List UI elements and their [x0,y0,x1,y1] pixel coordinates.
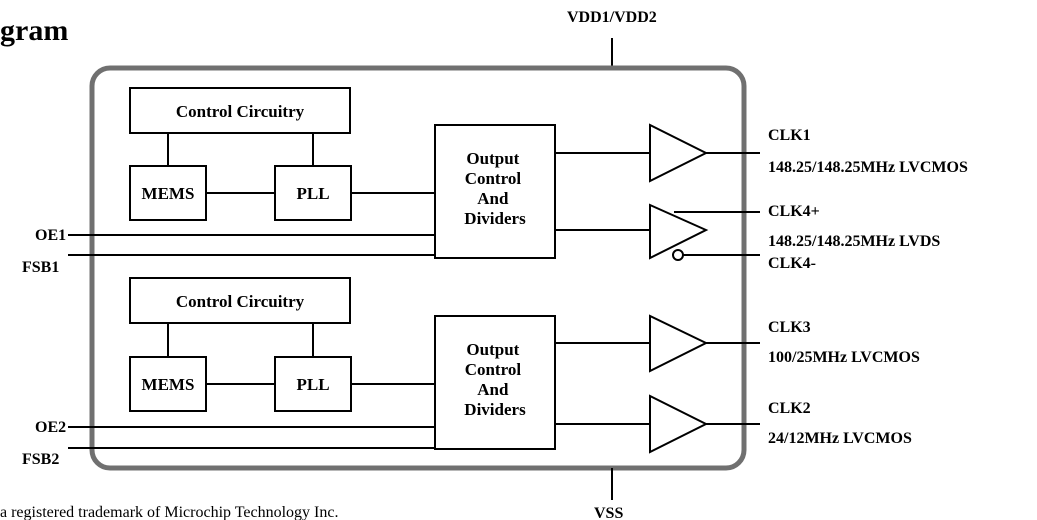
mems-label-1: MEMS [142,184,195,203]
control-circuitry-label-1: Control Circuitry [176,102,305,121]
clk4-differential-buffer [649,203,709,260]
clk4-neg-label: CLK4- [768,255,816,272]
clk1-label: CLK1 [768,127,811,144]
trademark-footnote: a registered trademark of Microchip Tech… [0,504,338,520]
control-circuitry-box-2 [129,277,351,324]
clk2-label: CLK2 [768,400,811,417]
clk2-buffer [649,394,709,454]
output-control-box-2 [434,315,556,450]
clk3-label: CLK3 [768,319,811,336]
upper-block: Control Circuitry MEMS PLL Output Contro… [129,87,760,261]
chip-outline [89,65,747,471]
fsb2-label: FSB2 [22,451,59,468]
mems-box-1 [129,165,207,221]
clk4-desc: 148.25/148.25MHz LVDS [768,233,940,250]
oe1-label: OE1 [35,227,66,244]
clk1-buffer [649,123,709,183]
fsb1-label: FSB1 [22,259,59,276]
control-circuitry-box-1 [129,87,351,134]
diagram-title: gram [0,14,68,47]
clk4-pos-label: CLK4+ [768,203,820,220]
output-control-label-2: Output Control And Dividers [464,340,526,419]
lower-block: Control Circuitry MEMS PLL Output Contro… [129,277,760,454]
output-control-label-1: Output Control And Dividers [464,149,526,228]
pll-label-2: PLL [296,375,329,394]
vdd-label: VDD1/VDD2 [567,9,657,26]
mems-label-2: MEMS [142,375,195,394]
clk3-desc: 100/25MHz LVCMOS [768,349,920,366]
control-circuitry-label-2: Control Circuitry [176,292,305,311]
output-control-box-1 [434,124,556,259]
clk2-desc: 24/12MHz LVCMOS [768,430,912,447]
clk4-inversion-bubble [672,249,684,261]
clk3-buffer [649,314,709,373]
oe2-label: OE2 [35,419,66,436]
clk1-desc: 148.25/148.25MHz LVCMOS [768,159,968,176]
vss-label: VSS [594,505,623,520]
pll-label-1: PLL [296,184,329,203]
